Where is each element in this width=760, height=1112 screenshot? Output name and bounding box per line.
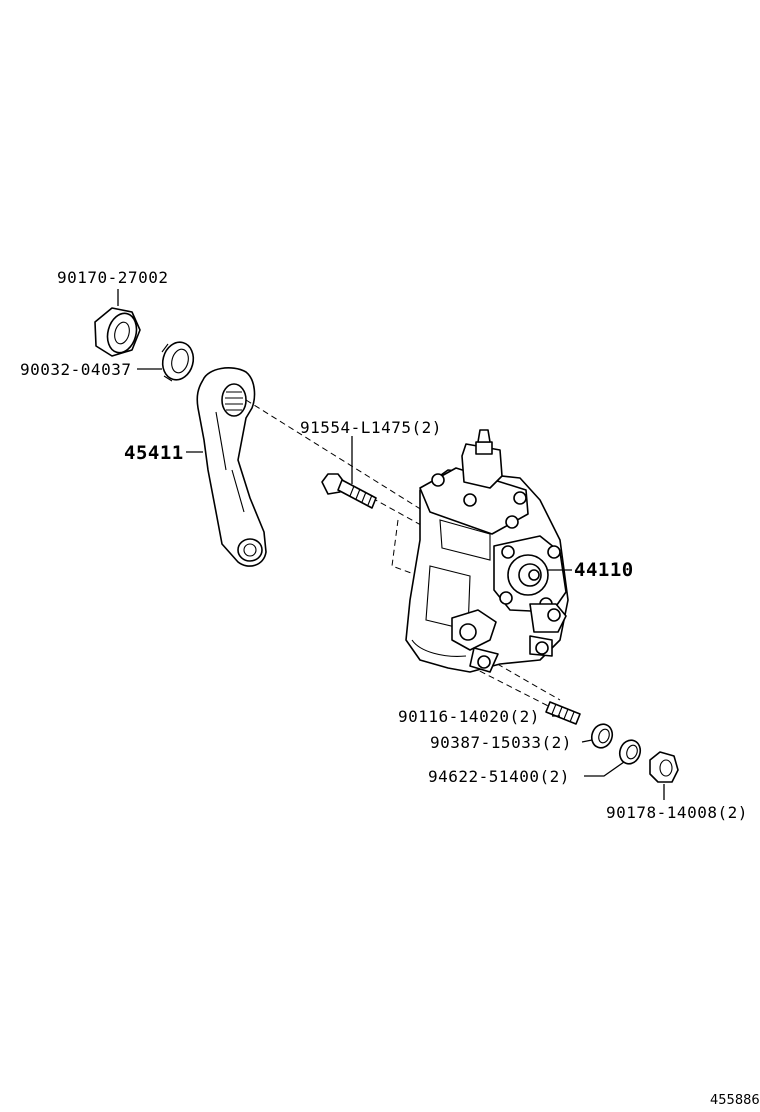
- stud-drawing: [545, 701, 581, 725]
- washer-b-drawing: [584, 739, 642, 777]
- callout-bolt: 91554-L1475(2): [300, 418, 442, 437]
- reference-number: 455886: [710, 1093, 760, 1108]
- callout-nut-top: 90170-27002: [57, 268, 168, 287]
- washer-a-drawing: [581, 723, 614, 749]
- pitman-arm-drawing: [186, 367, 267, 567]
- callout-washer-top: 90032-04037: [20, 360, 131, 379]
- bolt-drawing: [321, 436, 377, 509]
- callout-washer-a: 90387-15033(2): [430, 733, 572, 752]
- callout-washer-b: 94622-51400(2): [428, 767, 570, 786]
- washer-top-drawing: [137, 341, 195, 382]
- nut-top-drawing: [94, 289, 141, 357]
- callout-stud: 90116-14020(2): [398, 707, 540, 726]
- nut-bottom-drawing: [649, 751, 679, 800]
- callout-gear-housing: 44110: [574, 559, 634, 581]
- steering-gear-drawing: [405, 429, 572, 673]
- callout-pitman-arm: 45411: [124, 442, 184, 464]
- callout-nut-bottom: 90178-14008(2): [606, 803, 748, 822]
